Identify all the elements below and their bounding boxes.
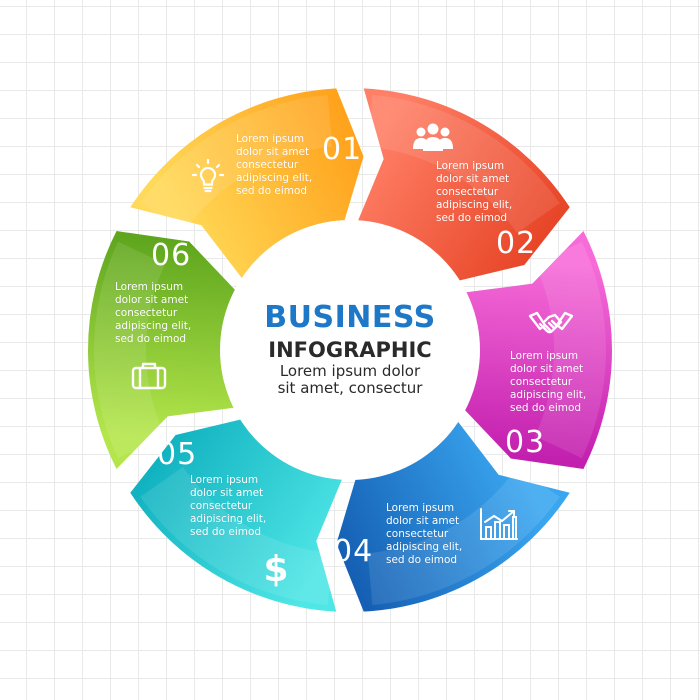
- segment-5-text: Lorem ipsum dolor sit amet consectetur a…: [190, 474, 267, 538]
- segment-1-text: Lorem ipsum dolor sit amet consectetur a…: [236, 133, 313, 197]
- dollar-icon: $: [253, 547, 299, 587]
- segment-6-text: Lorem ipsum dolor sit amet consectetur a…: [115, 281, 192, 345]
- segment-3-highlight: [534, 241, 606, 459]
- segment-3-number: 03: [505, 425, 546, 460]
- segment-1-number: 01: [322, 132, 363, 167]
- segment-5-arrow: [130, 418, 344, 612]
- segment-4-text: Lorem ipsum dolor sit amet consectetur a…: [386, 502, 463, 566]
- lightbulb-icon: [185, 156, 231, 196]
- segment-4-number: 04: [333, 534, 374, 569]
- segment-1-highlight: [140, 94, 333, 233]
- segment-6-number: 06: [151, 238, 192, 273]
- segment-3-text: Lorem ipsum dolor sit amet consectetur a…: [510, 350, 587, 414]
- svg-text:$: $: [263, 549, 288, 587]
- center-text: Lorem ipsum dolor sit amet, consectur: [277, 362, 423, 397]
- segment-2-highlight: [367, 94, 560, 233]
- segment-4-arrow: [336, 418, 570, 612]
- center-subtitle: INFOGRAPHIC: [268, 338, 432, 362]
- handshake-icon: [528, 302, 574, 342]
- segment-2-number: 02: [496, 226, 537, 261]
- briefcase-icon: [126, 356, 172, 396]
- segment-2-text: Lorem ipsum dolor sit amet consectetur a…: [436, 160, 513, 224]
- bar-chart-icon: [476, 505, 522, 545]
- segment-2-arrow: [356, 88, 570, 282]
- segment-1-arrow: [130, 88, 364, 282]
- center-title: BUSINESS: [264, 300, 436, 335]
- segment-4-highlight: [367, 467, 560, 606]
- people-icon: [410, 118, 456, 158]
- segment-5-number: 05: [157, 437, 198, 472]
- segment-6-highlight: [94, 241, 166, 459]
- segment-3-arrow: [462, 231, 612, 469]
- segment-6-arrow: [88, 231, 238, 469]
- center-circle: [220, 220, 480, 480]
- segment-5-highlight: [140, 467, 333, 606]
